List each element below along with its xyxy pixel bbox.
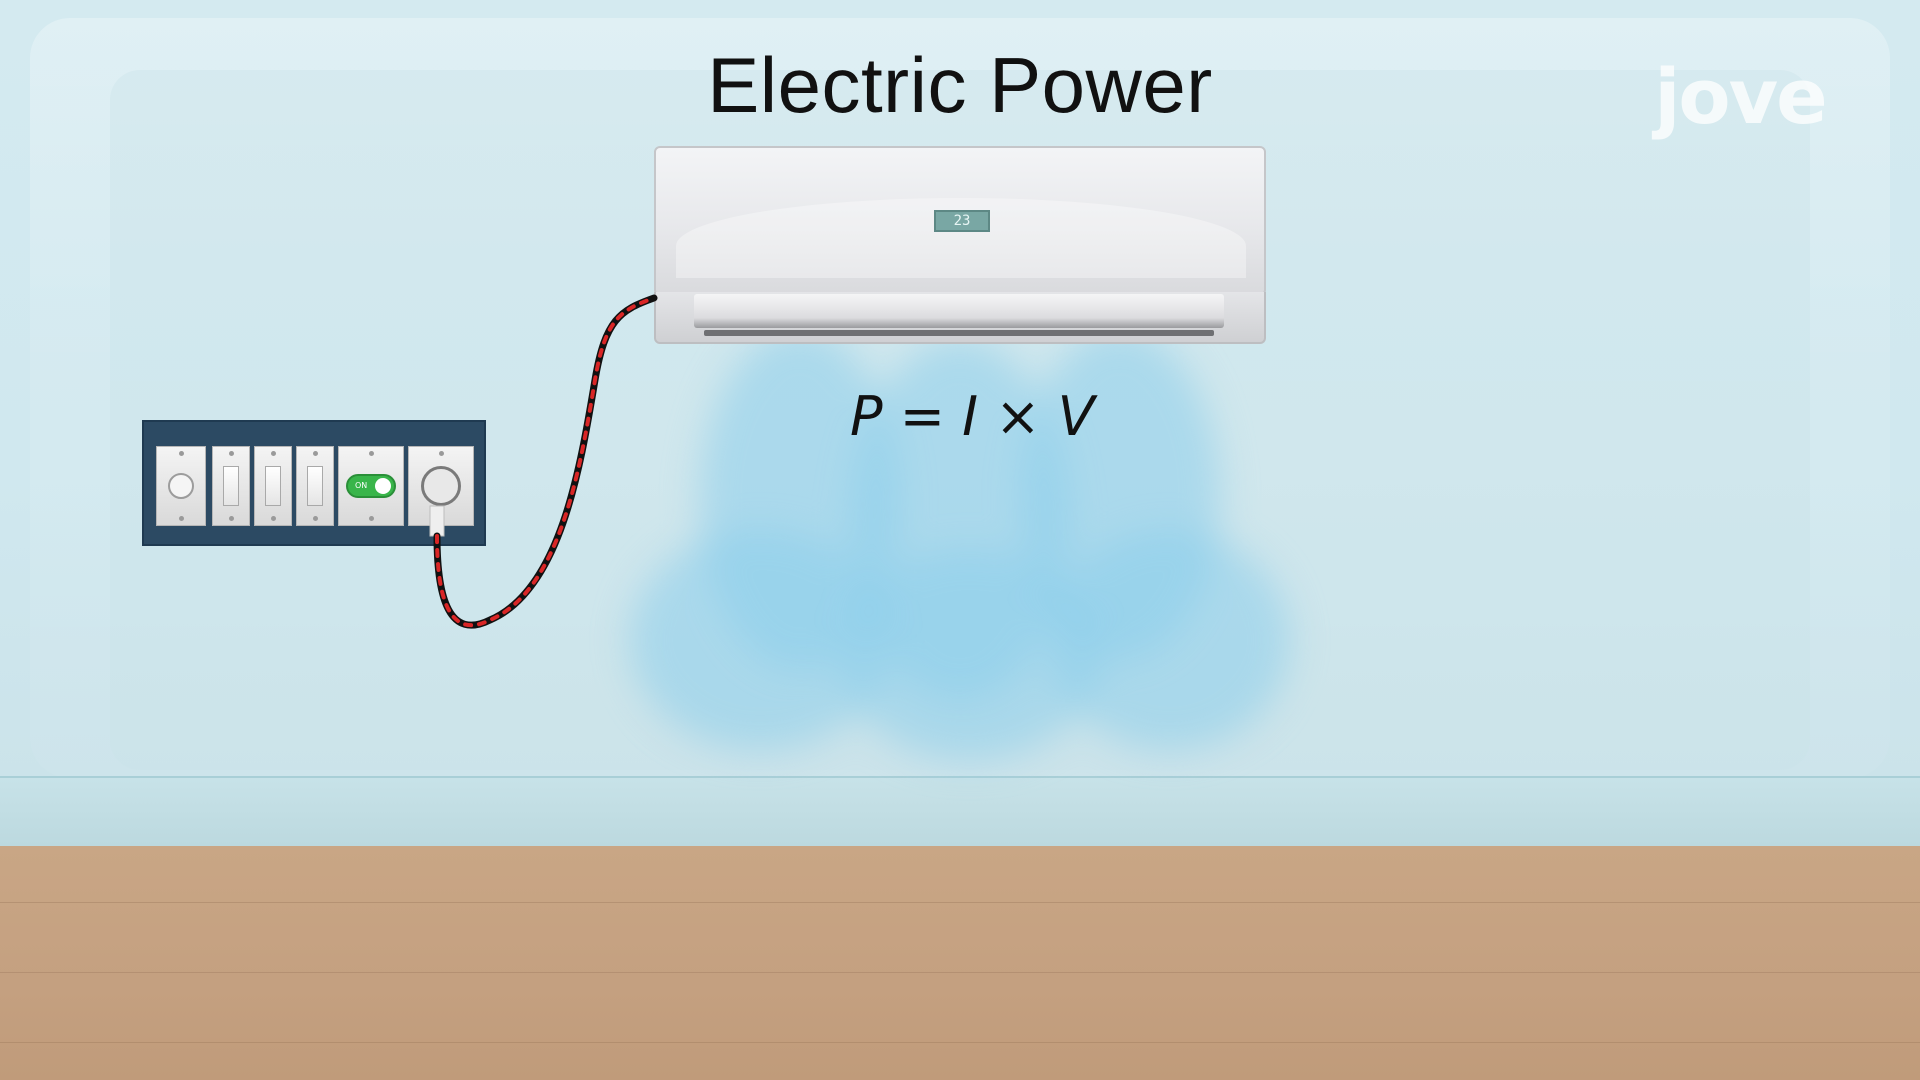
floor-plank-line — [0, 1042, 1920, 1043]
ac-vent-louver — [694, 294, 1224, 328]
cold-air-flow — [590, 330, 1310, 760]
light-switch-plate — [296, 446, 334, 526]
light-switch-1[interactable] — [223, 466, 239, 506]
floor-plank-line — [0, 972, 1920, 973]
power-socket-icon — [421, 466, 461, 506]
baseboard — [0, 776, 1920, 848]
power-formula: P = I × V — [850, 385, 1095, 448]
light-switch-2[interactable] — [265, 466, 281, 506]
dimmer-plate — [156, 446, 206, 526]
ac-vent-slot — [704, 330, 1214, 336]
toggle-thumb — [375, 478, 391, 494]
air-conditioner: 23 — [654, 146, 1266, 344]
jove-logo-icon: jove — [1654, 52, 1827, 141]
floor — [0, 846, 1920, 1080]
floor-plank-line — [0, 902, 1920, 903]
power-toggle-switch[interactable]: ON — [346, 474, 396, 498]
ac-body: 23 — [654, 146, 1266, 296]
page-title: Electric Power — [707, 41, 1213, 129]
toggle-on-label: ON — [355, 481, 368, 490]
light-switch-plate — [212, 446, 250, 526]
socket-plate — [408, 446, 474, 526]
light-switch-plate — [254, 446, 292, 526]
ac-temperature-display: 23 — [934, 210, 990, 232]
dimmer-knob[interactable] — [168, 473, 194, 499]
switch-board: ON — [142, 420, 486, 546]
power-toggle-plate: ON — [338, 446, 404, 526]
light-switch-3[interactable] — [307, 466, 323, 506]
